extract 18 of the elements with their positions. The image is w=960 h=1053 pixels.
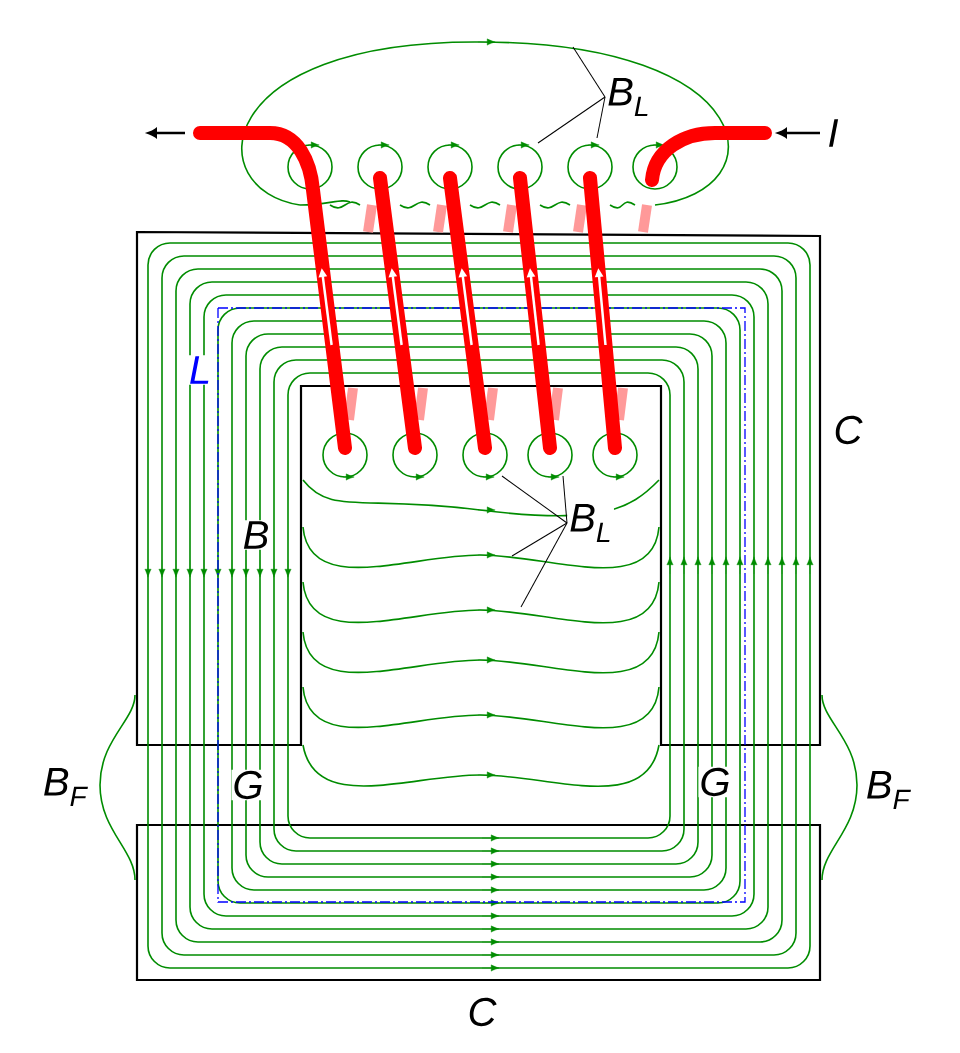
symbol-label: I: [826, 118, 840, 148]
symbol-label: L: [187, 355, 213, 385]
symbol-label: B$_{L}$: [605, 75, 652, 119]
symbol-label: B$_{F}$: [864, 769, 912, 811]
symbol-label: C: [466, 996, 498, 1028]
symbol-label: C: [832, 414, 864, 446]
leader-line: [572, 46, 606, 98]
leader-line: [537, 96, 606, 144]
symbol-label: G: [698, 766, 732, 798]
symbol-label: B$_{L}$: [567, 501, 614, 545]
leader-line: [520, 522, 568, 608]
leader-line: [596, 96, 606, 139]
leader-line: [562, 475, 568, 524]
symbol-label: G: [231, 769, 265, 801]
leader-line: [511, 522, 568, 557]
symbol-label: B: [241, 520, 271, 550]
leader-line: [501, 475, 568, 524]
symbol-label: B$_{F}$: [41, 766, 89, 808]
